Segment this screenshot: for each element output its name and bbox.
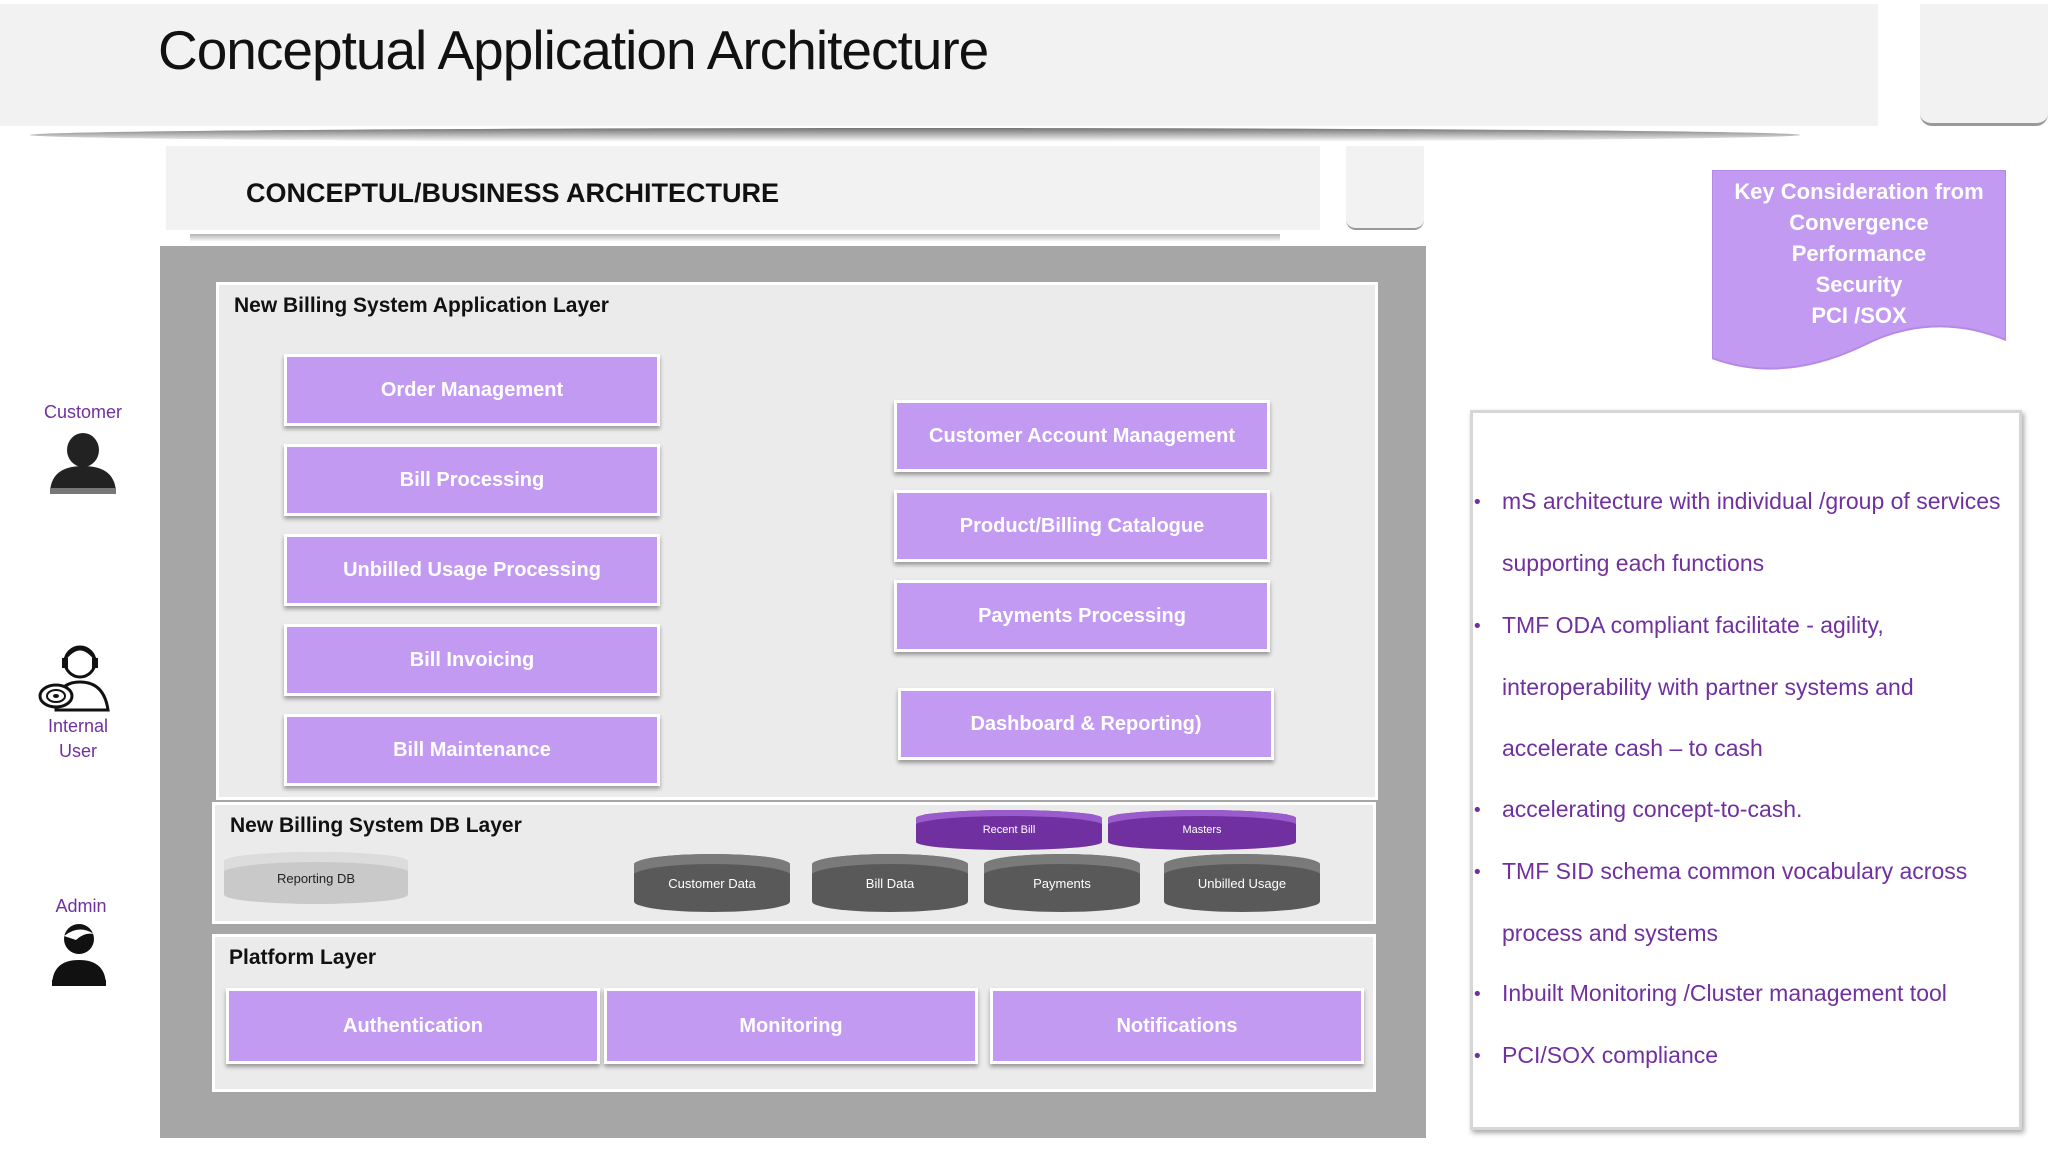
internal-user-icon bbox=[38, 645, 110, 712]
customer-icon bbox=[50, 433, 116, 494]
section-shadow bbox=[190, 234, 1280, 242]
module-dashboard-reporting: Dashboard & Reporting) bbox=[898, 688, 1274, 760]
actor-internal-user-label: Internal User bbox=[22, 714, 134, 764]
section-title: CONCEPTUL/BUSINESS ARCHITECTURE bbox=[246, 178, 780, 208]
actor-admin-label: Admin bbox=[55, 896, 107, 916]
point-4: TMF SID schema common vocabulary across bbox=[1502, 858, 1968, 884]
title-bar bbox=[0, 4, 1878, 126]
key-line-5: PCI /SOX bbox=[1811, 303, 1907, 328]
db-unbilled-usage: Unbilled Usage bbox=[1164, 854, 1320, 912]
bullet-4: • bbox=[1472, 862, 1483, 883]
module-customer-account-management: Customer Account Management bbox=[894, 400, 1270, 472]
module-bill-maintenance: Bill Maintenance bbox=[284, 714, 660, 786]
application-layer-title: New Billing System Application Layer bbox=[234, 294, 609, 317]
point-2-cont-2: accelerate cash – to cash bbox=[1502, 735, 1763, 761]
key-line-2: Convergence bbox=[1789, 210, 1929, 235]
key-line-1: Key Consideration from bbox=[1734, 179, 1984, 204]
bullet-3: • bbox=[1472, 800, 1483, 821]
key-consideration-text: Key Consideration from Convergence Perfo… bbox=[1712, 176, 2006, 331]
page-title: Conceptual Application Architecture bbox=[158, 19, 989, 81]
platform-layer-title: Platform Layer bbox=[229, 946, 377, 969]
point-5: Inbuilt Monitoring /Cluster management t… bbox=[1502, 980, 1947, 1006]
section-bar bbox=[166, 146, 1320, 230]
module-order-management: Order Management bbox=[284, 354, 660, 426]
module-bill-processing: Bill Processing bbox=[284, 444, 660, 516]
key-consideration-banner bbox=[1712, 170, 2006, 370]
key-line-4: Security bbox=[1815, 272, 1903, 297]
module-unbilled-usage-processing: Unbilled Usage Processing bbox=[284, 534, 660, 606]
bullet-2: • bbox=[1472, 616, 1483, 637]
db-recent-bill: Recent Bill bbox=[916, 810, 1102, 850]
actor-customer-label: Customer bbox=[43, 402, 123, 422]
point-6: PCI/SOX compliance bbox=[1502, 1042, 1719, 1068]
internal-label-line2: User bbox=[58, 741, 97, 761]
db-layer-title: New Billing System DB Layer bbox=[230, 814, 522, 837]
bullet-6: • bbox=[1472, 1046, 1483, 1067]
module-authentication: Authentication bbox=[226, 988, 600, 1064]
module-notifications: Notifications bbox=[990, 988, 1364, 1064]
db-masters: Masters bbox=[1108, 810, 1296, 850]
module-payments-processing: Payments Processing bbox=[894, 580, 1270, 652]
considerations-box bbox=[1470, 410, 2022, 1130]
corner-tab bbox=[1920, 4, 2048, 126]
module-monitoring: Monitoring bbox=[604, 988, 978, 1064]
module-product-billing-catalogue: Product/Billing Catalogue bbox=[894, 490, 1270, 562]
key-line-3: Performance bbox=[1791, 241, 1927, 266]
admin-icon bbox=[52, 924, 106, 986]
point-1-cont: supporting each functions bbox=[1502, 550, 1765, 576]
db-bill-data: Bill Data bbox=[812, 854, 968, 912]
internal-label-line1: Internal bbox=[47, 716, 109, 736]
point-4-cont: process and systems bbox=[1502, 920, 1719, 946]
point-3: accelerating concept-to-cash. bbox=[1502, 796, 1803, 822]
title-shadow bbox=[30, 128, 1800, 142]
bullet-1: • bbox=[1472, 492, 1483, 513]
section-tab bbox=[1346, 146, 1424, 230]
db-reporting: Reporting DB bbox=[224, 852, 408, 904]
point-1: mS architecture with individual /group o… bbox=[1502, 488, 2001, 514]
db-customer-data: Customer Data bbox=[634, 854, 790, 912]
bullet-5: • bbox=[1472, 984, 1483, 1005]
db-payments: Payments bbox=[984, 854, 1140, 912]
point-2: TMF ODA compliant facilitate - agility, bbox=[1502, 612, 1884, 638]
module-bill-invoicing: Bill Invoicing bbox=[284, 624, 660, 696]
point-2-cont-1: interoperability with partner systems an… bbox=[1502, 674, 1914, 700]
